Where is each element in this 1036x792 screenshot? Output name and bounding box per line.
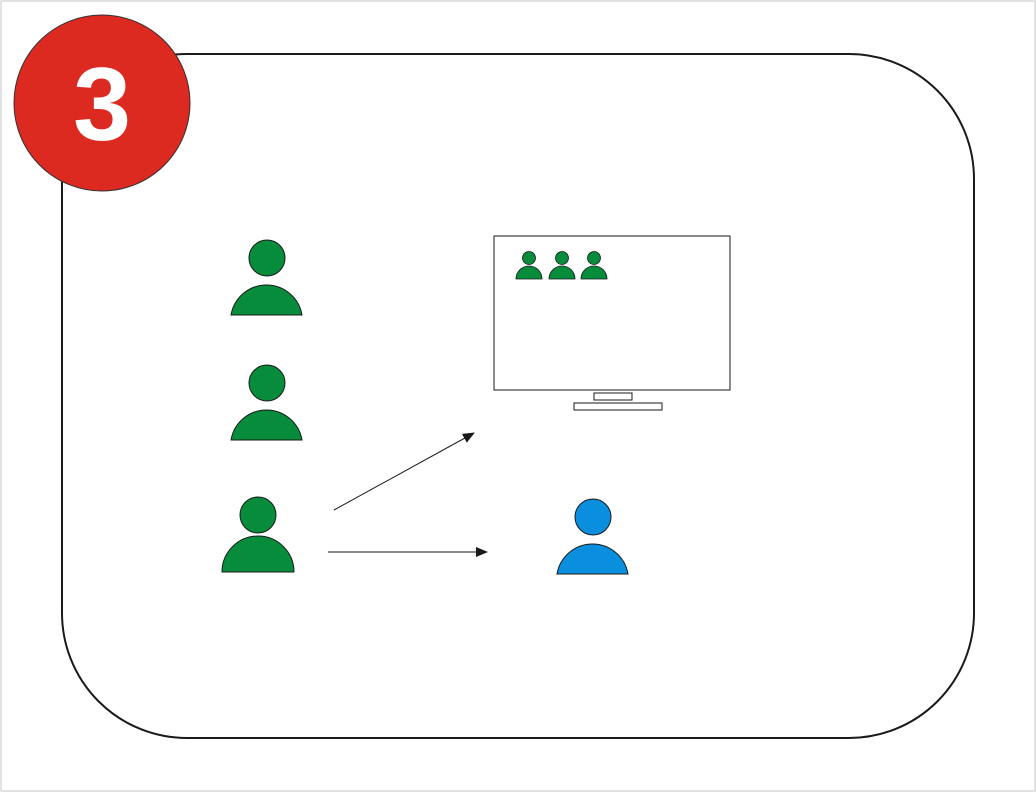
monitor-neck	[593, 392, 633, 401]
screen-person-3-icon	[580, 251, 608, 280]
screen-person-2-icon	[548, 251, 576, 280]
step-number: 3	[73, 47, 131, 163]
arrow-to-screen	[333, 432, 475, 511]
screen-person-1-icon	[515, 251, 543, 280]
scene-panel	[61, 53, 975, 739]
monitor-icon	[493, 235, 731, 411]
step-badge: 3	[13, 14, 191, 192]
participant-2-icon	[230, 364, 303, 441]
participant-1-icon	[230, 239, 303, 316]
participant-3-icon	[221, 496, 295, 573]
step-badge-circle	[13, 14, 191, 192]
monitor-base	[573, 402, 663, 411]
recipient-person-icon	[556, 498, 629, 575]
